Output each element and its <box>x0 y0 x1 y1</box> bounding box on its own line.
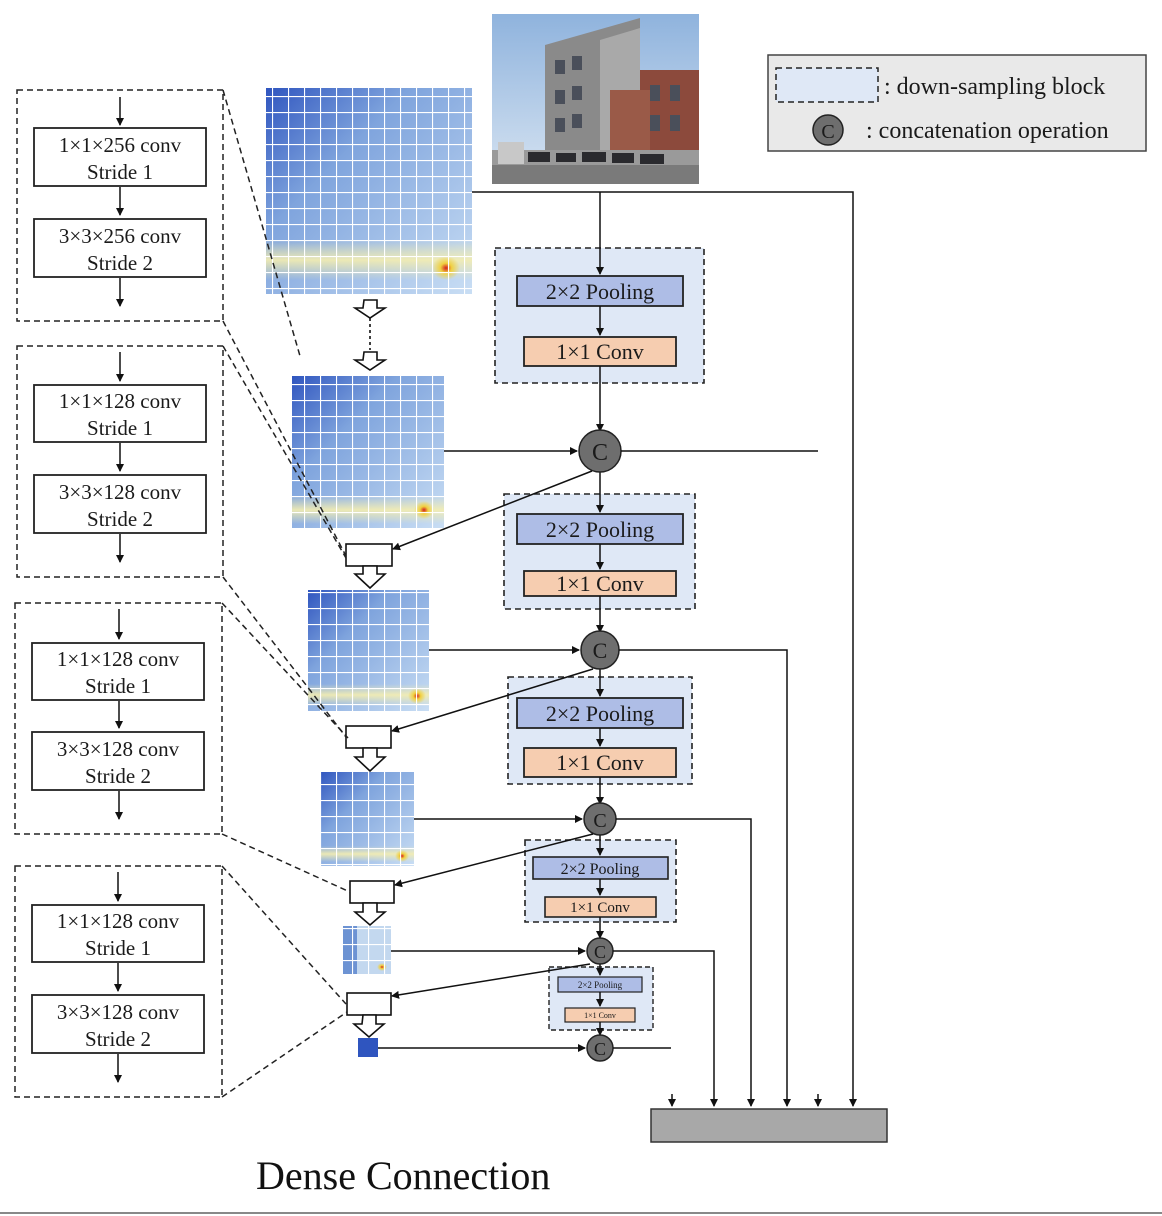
conv-block-3-stride1: Stride 1 <box>85 674 151 698</box>
conv-block-2-stride1: Stride 1 <box>87 416 153 440</box>
divider <box>0 1212 1162 1214</box>
concat-icon: C <box>586 1034 614 1062</box>
conv-block-1-stride2: Stride 2 <box>87 251 153 275</box>
ds-block-4-pool: 2×2 Pooling <box>561 861 640 878</box>
concat-nodes: C C C C C <box>578 429 622 1062</box>
concat-icon <box>812 114 844 146</box>
concat-icon: C <box>586 937 614 965</box>
conv-block-3: 1×1×128 conv Stride 1 3×3×128 conv Strid… <box>14 602 223 835</box>
conv-block-4-conv1: 1×1×128 conv <box>57 909 180 933</box>
concat-icon: C <box>578 429 622 473</box>
ds-block-1-pool: 2×2 Pooling <box>546 279 654 304</box>
output-bar <box>650 1108 888 1143</box>
hollow-arrows <box>345 299 395 1039</box>
ds-block-2: 2×2 Pooling 1×1 Conv <box>503 493 696 610</box>
legend-concat-label: : concatenation operation <box>866 118 1109 144</box>
conv-block-3-conv1: 1×1×128 conv <box>57 647 180 671</box>
heatmap-5 <box>343 926 391 974</box>
conv-block-4: 1×1×128 conv Stride 1 3×3×128 conv Strid… <box>14 865 223 1098</box>
input-photo <box>492 14 699 184</box>
legend-ds-swatch <box>775 67 879 103</box>
heatmap-4 <box>320 772 414 866</box>
concat-icon: C <box>580 630 620 670</box>
skip-arrows <box>378 447 594 1052</box>
conv-block-3-conv2: 3×3×128 conv <box>57 737 180 761</box>
svg-text:C: C <box>593 638 608 663</box>
ds-block-4-conv: 1×1 Conv <box>570 900 630 916</box>
ds-block-2-conv: 1×1 Conv <box>556 571 644 596</box>
svg-text:C: C <box>594 1039 606 1059</box>
ds-block-3-pool: 2×2 Pooling <box>546 701 654 726</box>
ds-block-5-pool: 2×2 Pooling <box>578 980 623 990</box>
conv-block-1-conv1: 1×1×256 conv <box>59 133 182 157</box>
conv-block-3-stride2: Stride 2 <box>85 764 151 788</box>
ds-block-3-conv: 1×1 Conv <box>556 750 644 775</box>
legend-ds-label: : down-sampling block <box>884 74 1105 100</box>
legend-concat-symbol: C <box>821 121 834 143</box>
heatmap-3 <box>308 590 429 711</box>
svg-text:C: C <box>592 440 608 466</box>
ds-block-5: 2×2 Pooling 1×1 Conv <box>548 966 654 1031</box>
svg-text:C: C <box>593 810 606 832</box>
ds-block-1-conv: 1×1 Conv <box>556 339 644 364</box>
diagram-caption: Dense Connection <box>256 1153 551 1198</box>
heatmap-6 <box>358 1038 378 1057</box>
conv-block-2-conv2: 3×3×128 conv <box>59 480 182 504</box>
conv-block-2: 1×1×128 conv Stride 1 3×3×128 conv Strid… <box>16 345 224 578</box>
output-connections <box>472 191 857 1107</box>
concat-icon: C <box>583 802 617 836</box>
conv-block-1-conv2: 3×3×256 conv <box>59 224 182 248</box>
conv-block-1: 1×1×256 conv Stride 1 3×3×256 conv Strid… <box>16 89 224 322</box>
conv-block-2-conv1: 1×1×128 conv <box>59 389 182 413</box>
ds-block-5-conv: 1×1 Conv <box>584 1011 616 1020</box>
conv-block-4-stride1: Stride 1 <box>85 936 151 960</box>
conv-block-4-stride2: Stride 2 <box>85 1027 151 1051</box>
heatmap-1 <box>266 88 472 294</box>
conv-block-4-conv2: 3×3×128 conv <box>57 1000 180 1024</box>
legend: : down-sampling block C : concatenation … <box>767 54 1147 152</box>
zoom-lines <box>221 89 351 1098</box>
svg-text:C: C <box>594 942 606 962</box>
conv-block-2-stride2: Stride 2 <box>87 507 153 531</box>
ds-block-2-pool: 2×2 Pooling <box>546 517 654 542</box>
conv-block-1-stride1: Stride 1 <box>87 160 153 184</box>
